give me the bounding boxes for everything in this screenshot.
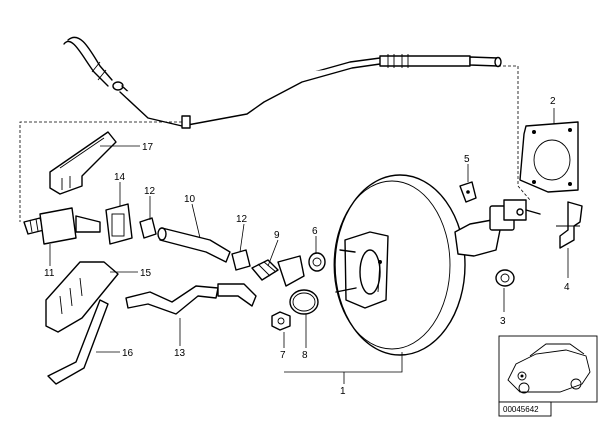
hose-clamp-lower xyxy=(231,249,251,271)
non-return-valve xyxy=(23,207,101,245)
booster-gasket xyxy=(519,121,579,193)
formed-tube xyxy=(47,299,109,385)
callout-12-upper[interactable]: 12 xyxy=(144,186,156,197)
callout-12-lower[interactable]: 12 xyxy=(236,214,248,225)
callout-14[interactable]: 14 xyxy=(114,172,126,183)
pipe-holder xyxy=(45,261,119,333)
callout-16[interactable]: 16 xyxy=(122,348,134,359)
diagram-code: 00045642 xyxy=(503,405,539,414)
brake-booster xyxy=(333,174,541,356)
vehicle-thumbnail: 00045642 xyxy=(498,335,598,417)
callout-17[interactable]: 17 xyxy=(142,142,154,153)
mounting-bracket xyxy=(105,203,133,245)
hex-nut xyxy=(271,311,291,331)
callout-labels: 17 14 12 10 12 9 6 11 15 16 13 7 8 1 5 2… xyxy=(44,96,570,397)
hose-holder xyxy=(49,131,117,195)
vehicle-thumbnail-icon xyxy=(507,343,591,394)
hose-clamp-upper xyxy=(139,217,157,239)
callout-11[interactable]: 11 xyxy=(44,268,55,279)
callout-2[interactable]: 2 xyxy=(550,96,556,107)
callout-10[interactable]: 10 xyxy=(184,194,196,205)
vacuum-hose-curved xyxy=(125,283,257,315)
callout-4[interactable]: 4 xyxy=(564,282,570,293)
clevis-pin-bracket xyxy=(556,201,583,249)
callout-8[interactable]: 8 xyxy=(302,350,308,361)
vacuum-hose-short xyxy=(157,227,231,263)
callout-5[interactable]: 5 xyxy=(464,154,470,165)
check-valve xyxy=(251,255,305,287)
vacuum-hose-assembly xyxy=(63,36,502,129)
callout-7[interactable]: 7 xyxy=(280,350,286,361)
callout-13[interactable]: 13 xyxy=(174,348,186,359)
callout-9[interactable]: 9 xyxy=(274,230,280,241)
seal-ring xyxy=(308,252,326,272)
callout-1[interactable]: 1 xyxy=(340,386,346,397)
leader-lines xyxy=(49,108,569,384)
assembly-boundary-lines xyxy=(19,65,531,222)
callout-15[interactable]: 15 xyxy=(140,268,152,279)
o-ring xyxy=(289,289,319,315)
callout-3[interactable]: 3 xyxy=(500,316,506,327)
callout-6[interactable]: 6 xyxy=(312,226,318,237)
nut-clip xyxy=(459,181,477,203)
grommet xyxy=(495,269,515,287)
